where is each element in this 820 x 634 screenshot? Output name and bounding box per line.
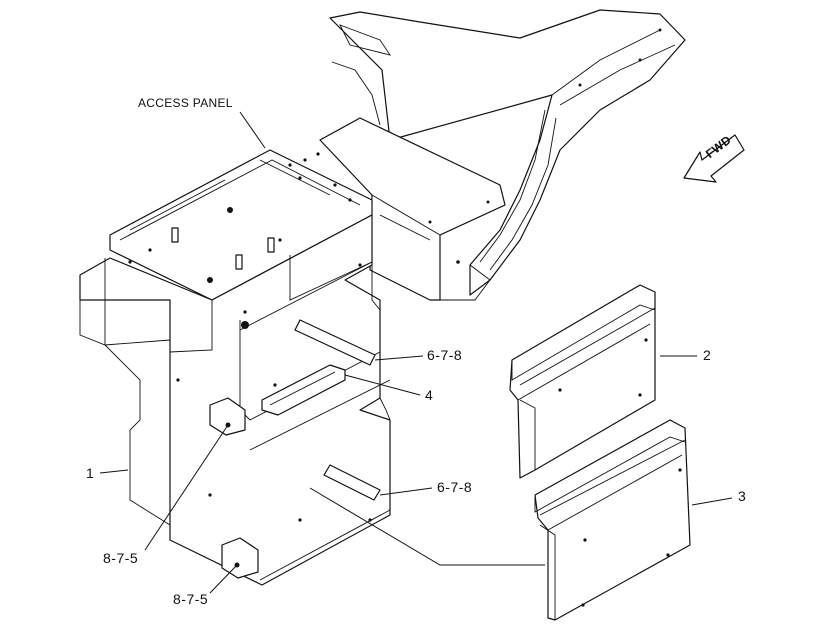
ref-678-lower-label: 6-7-8 [437,479,473,495]
part-2-label: 2 [703,347,712,363]
ref-678-upper-label: 6-7-8 [427,347,463,363]
part-3-label: 3 [738,488,747,504]
part-1-label: 1 [86,465,95,481]
fwd-arrow-icon [683,134,745,183]
ref-875-lower-label: 8-7-5 [173,591,209,607]
panel-2 [509,284,656,479]
access-panel-label: ACCESS PANEL [138,96,233,110]
compartment-box [79,214,391,586]
panel-3 [534,419,691,621]
part-4-label: 4 [425,387,434,403]
ref-875-upper-label: 8-7-5 [103,550,139,566]
access-panel [109,149,373,301]
leader-lines [99,111,733,594]
fender-assembly [319,9,686,301]
